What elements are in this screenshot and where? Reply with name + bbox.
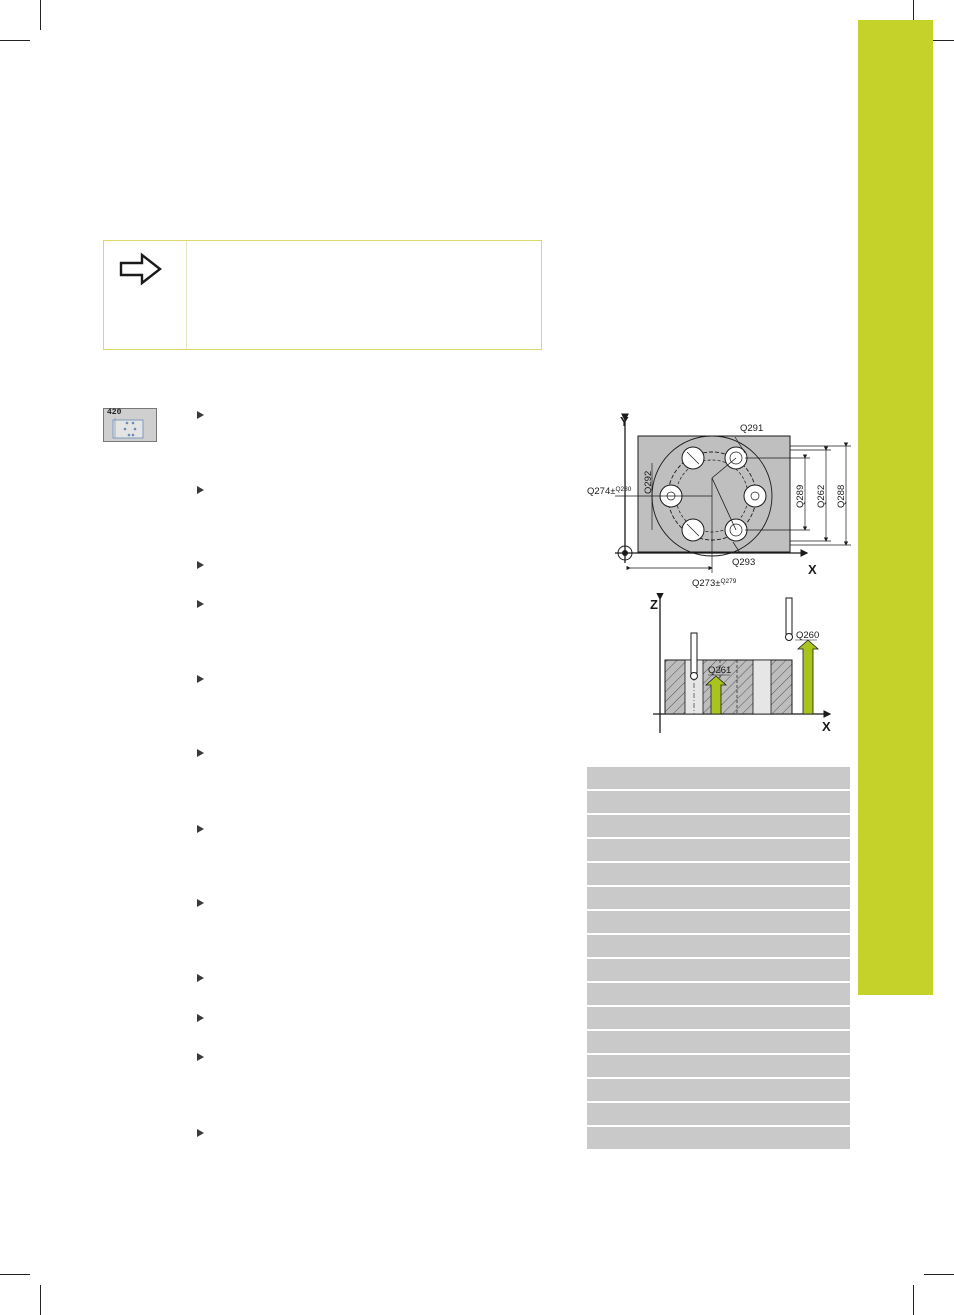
probing-cycle-420-icon: 420: [103, 408, 157, 442]
dim-label-q274-main: Q274: [587, 486, 610, 497]
axis-x-label: X: [808, 562, 817, 577]
table-row: [587, 863, 850, 885]
axis-x-side-label: X: [822, 719, 831, 734]
axis-y-label: Y: [620, 414, 629, 429]
dim-label-q292: Q292: [643, 471, 654, 494]
table-row: [587, 959, 850, 981]
dim-label-q262: Q262: [816, 485, 827, 508]
dim-label-q260: Q260: [796, 630, 819, 641]
triangle-right-icon: [197, 974, 204, 982]
table-row: [587, 815, 850, 837]
cycle-icon-graphic: [103, 408, 157, 442]
triangle-right-icon: [197, 486, 204, 494]
dim-label-q289: Q289: [795, 485, 806, 508]
dim-label-q288: Q288: [836, 485, 847, 508]
triangle-right-icon: [197, 411, 204, 419]
dim-label-q291: Q291: [740, 423, 763, 434]
triangle-right-icon: [197, 1014, 204, 1022]
note-box: [103, 240, 542, 350]
triangle-right-icon: [197, 1129, 204, 1137]
table-row: [587, 887, 850, 909]
top-view-diagram: Y X Q291 Q292 Q289 Q262 Q288 Q274±Q280 Q…: [587, 413, 851, 589]
dim-label-q273-main: Q273: [692, 578, 715, 589]
dim-label-q280: Q280: [615, 486, 631, 493]
crop-mark-br-v: [913, 1285, 914, 1315]
crop-mark-bl-v: [40, 1285, 41, 1315]
note-divider: [186, 241, 187, 349]
table-row: [587, 767, 850, 789]
crop-mark-tl-v: [40, 0, 41, 30]
crop-mark-br-h: [924, 1274, 954, 1275]
table-row: [587, 791, 850, 813]
table-row: [587, 935, 850, 957]
triangle-right-icon: [197, 899, 204, 907]
cycle-number: 420: [107, 408, 122, 417]
side-view-diagram: Z X Q260 Q261: [650, 593, 832, 734]
arrow-right-icon: [119, 252, 162, 286]
triangle-right-icon: [197, 825, 204, 833]
triangle-right-icon: [197, 1053, 204, 1061]
crop-mark-tl-h: [0, 40, 30, 41]
triangle-right-icon: [197, 600, 204, 608]
dim-label-q279: Q279: [720, 578, 736, 585]
chapter-tab: [858, 20, 933, 995]
table-row: [587, 1127, 850, 1149]
table-row: [587, 1103, 850, 1125]
axis-z-label: Z: [650, 597, 658, 612]
crop-mark-bl-h: [0, 1274, 30, 1275]
table-row: [587, 1031, 850, 1053]
dim-label-q293: Q293: [732, 557, 755, 568]
table-row: [587, 1079, 850, 1101]
table-row: [587, 983, 850, 1005]
table-row: [587, 1055, 850, 1077]
table-row: [587, 839, 850, 861]
triangle-right-icon: [197, 561, 204, 569]
triangle-right-icon: [197, 749, 204, 757]
dim-label-q274: Q274±Q280: [587, 486, 632, 497]
triangle-right-icon: [197, 675, 204, 683]
dim-label-q273: Q273±Q279: [692, 578, 737, 589]
table-row: [587, 1007, 850, 1029]
dim-label-q261: Q261: [708, 665, 731, 676]
table-row: [587, 911, 850, 933]
crop-mark-tr-v: [913, 0, 914, 30]
crop-mark-tr-h: [924, 40, 954, 41]
